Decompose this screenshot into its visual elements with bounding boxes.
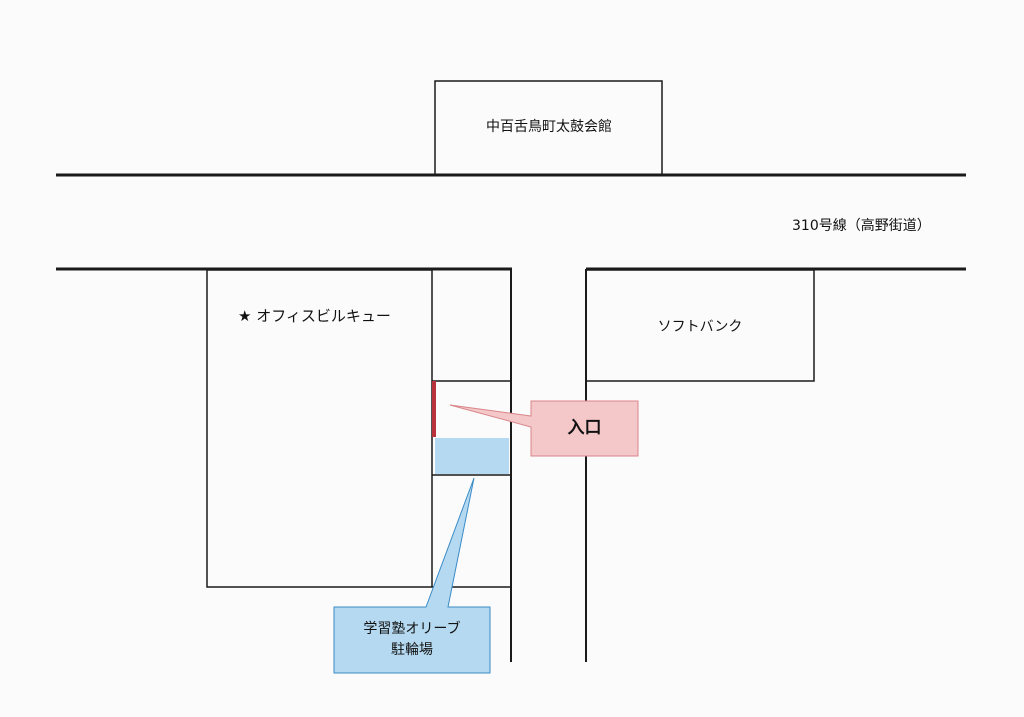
parking-area xyxy=(435,438,509,474)
office-building-label: ★ オフィスビルキュー xyxy=(238,307,391,325)
parking-label: 学習塾オリーブ 駐輪場 xyxy=(334,607,490,673)
taiko-hall-building xyxy=(434,80,663,176)
softbank-building xyxy=(586,269,815,382)
parking-label-line2: 駐輪場 xyxy=(391,642,433,658)
taiko-hall-label: 中百舌鳥町太鼓会館 xyxy=(486,119,612,135)
parking-callout xyxy=(333,477,491,674)
entrance-callout xyxy=(449,400,639,457)
entrance-marker xyxy=(432,381,436,437)
road-label: 310号線（高野街道） xyxy=(792,218,931,234)
office-building xyxy=(206,269,511,588)
entrance-label: 入口 xyxy=(567,418,602,438)
parking-label-line1: 学習塾オリーブ xyxy=(363,621,461,637)
softbank-label: ソフトバンク xyxy=(657,319,743,335)
